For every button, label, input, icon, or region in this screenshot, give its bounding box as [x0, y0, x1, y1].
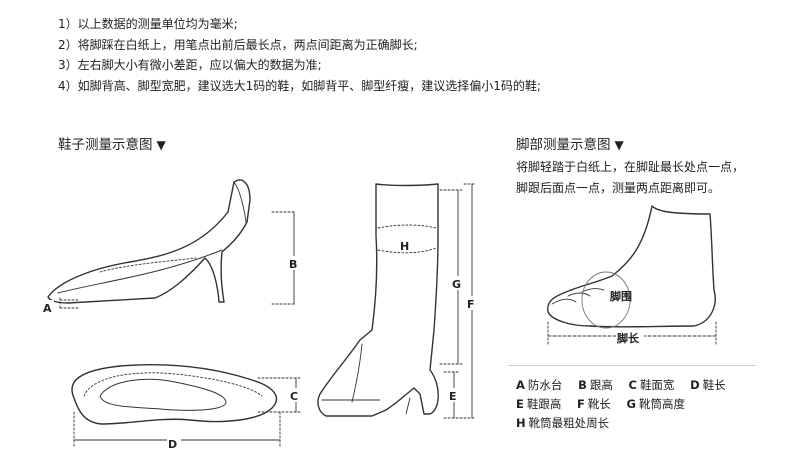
label-b: B: [289, 258, 297, 271]
legend-key: G: [626, 397, 636, 411]
legend-key: D: [690, 378, 700, 392]
shoe-section-title: 鞋子测量示意图▼: [58, 133, 166, 153]
label-foot-length: 脚长: [617, 331, 640, 345]
legend-key: F: [577, 397, 585, 411]
note-4: 4）如脚背高、脚型宽肥，建议选大1码的鞋，如脚背平、脚型纤瘦，建议选择偏小1码的…: [58, 78, 541, 93]
legend-divider: [508, 365, 756, 366]
pump-top-view: [71, 364, 278, 425]
label-a: A: [43, 302, 52, 315]
pump-side-view: [47, 179, 251, 304]
note-3: 3）左右脚大小有微小差距，应以偏大的数据为准;: [58, 58, 322, 72]
foot-instruction-line: 将脚轻踏于白纸上，在脚趾最长处点一点，: [516, 160, 745, 174]
foot-side-view: [547, 205, 716, 329]
label-h: H: [400, 240, 409, 253]
measurement-notes: 1）以上数据的测量单位均为毫米; 2）将脚踩在白纸上，用笔点出前后最长点，两点间…: [58, 14, 541, 96]
label-foot-girth: 脚围: [610, 289, 632, 303]
foot-section-title-text: 脚部测量示意图: [516, 137, 611, 153]
legend-text: 靴筒高度: [638, 397, 685, 411]
legend-key: B: [578, 378, 587, 392]
legend-text: 鞋跟高: [526, 397, 562, 411]
legend-text: 靴长: [587, 397, 611, 411]
foot-instructions: 将脚轻踏于白纸上，在脚趾最长处点一点， 脚跟后面点一点，测量两点距离即可。: [516, 157, 744, 199]
legend-key: A: [516, 378, 525, 392]
note-2: 2）将脚踩在白纸上，用笔点出前后最长点，两点间距离为正确脚长;: [58, 37, 418, 52]
foot-section-title: 脚部测量示意图▼: [516, 133, 624, 153]
label-d: D: [168, 438, 177, 449]
legend-key: E: [516, 397, 524, 411]
legend-text: 鞋长: [702, 378, 726, 392]
triangle-down-icon: ▼: [614, 138, 624, 152]
legend-text: 鞋面宽: [639, 378, 675, 392]
legend-text: 靴筒最粗处周长: [528, 416, 610, 430]
legend-text: 跟高: [589, 378, 613, 392]
label-c: C: [290, 390, 298, 403]
note-1: 1）以上数据的测量单位均为毫米;: [58, 17, 238, 31]
triangle-down-icon: ▼: [156, 138, 166, 152]
foot-instruction-line: 脚跟后面点一点，测量两点距离即可。: [516, 181, 721, 195]
legend-key: C: [628, 378, 637, 392]
label-e: E: [449, 390, 457, 403]
label-g: G: [452, 278, 461, 291]
legend-key: H: [516, 416, 526, 430]
label-f: F: [467, 298, 475, 311]
legend-text: 防水台: [527, 378, 563, 392]
boot-side-view: [317, 183, 439, 417]
shoe-section-title-text: 鞋子测量示意图: [58, 137, 153, 153]
